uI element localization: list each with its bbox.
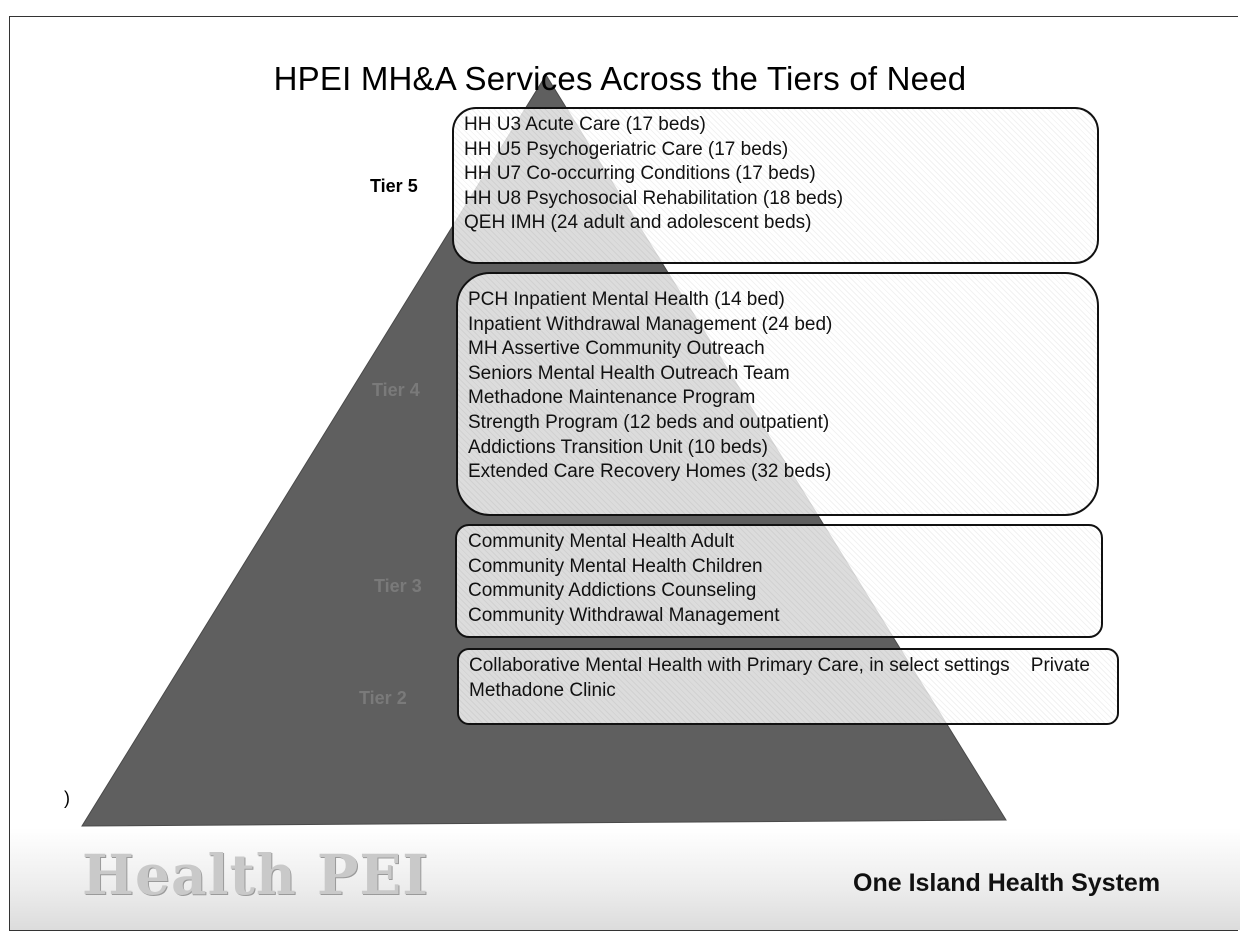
health-pei-logo: Health PEI [82, 842, 430, 907]
service-item: QEH IMH (24 adult and adolescent beds) [464, 212, 812, 234]
service-item: HH U8 Psychosocial Rehabilitation (18 be… [464, 187, 844, 209]
tier-3-label: Tier 3 [374, 576, 422, 596]
tier-3-services-box: Community Mental Health Adult Community … [455, 524, 1103, 638]
service-item: Community Mental Health Adult [468, 531, 735, 552]
service-item: Community Addictions Counseling [468, 580, 757, 602]
service-item: Extended Care Recovery Homes (32 beds) [468, 461, 832, 483]
service-item: PCH Inpatient Mental Health (14 bed) [468, 289, 785, 310]
footer-band [10, 828, 1240, 930]
footer-tagline: One Island Health System [853, 869, 1161, 897]
service-item: HH U3 Acute Care (17 beds) [464, 114, 706, 135]
service-item: Community Withdrawal Management [468, 604, 780, 626]
service-item: Methadone Maintenance Program [468, 387, 756, 409]
tier-4-label: Tier 4 [372, 380, 420, 400]
tier-5-label: Tier 5 [370, 176, 418, 196]
service-item: MH Assertive Community Outreach [468, 338, 765, 360]
service-item: Addictions Transition Unit (10 beds) [468, 436, 768, 458]
tier-4-services-box: PCH Inpatient Mental Health (14 bed) Inp… [456, 272, 1099, 516]
slide-title: HPEI MH&A Services Across the Tiers of N… [273, 60, 967, 97]
service-item: Strength Program (12 beds and outpatient… [468, 411, 830, 433]
tier-5-services-box: HH U3 Acute Care (17 beds) HH U5 Psychog… [452, 107, 1099, 264]
service-item: Community Mental Health Children [468, 555, 763, 577]
stray-mark: ) [64, 788, 70, 808]
service-item: HH U5 Psychogeriatric Care (17 beds) [464, 138, 789, 160]
tier-2-services-box: Collaborative Mental Health with Primary… [457, 648, 1119, 725]
slide-frame [9, 16, 1238, 931]
service-item: Seniors Mental Health Outreach Team [468, 362, 790, 384]
service-item: HH U7 Co-occurring Conditions (17 beds) [464, 163, 816, 185]
tier-2-label: Tier 2 [359, 688, 407, 708]
service-item: Inpatient Withdrawal Management (24 bed) [468, 313, 833, 335]
service-item: Collaborative Mental Health with Primary… [469, 655, 1096, 701]
